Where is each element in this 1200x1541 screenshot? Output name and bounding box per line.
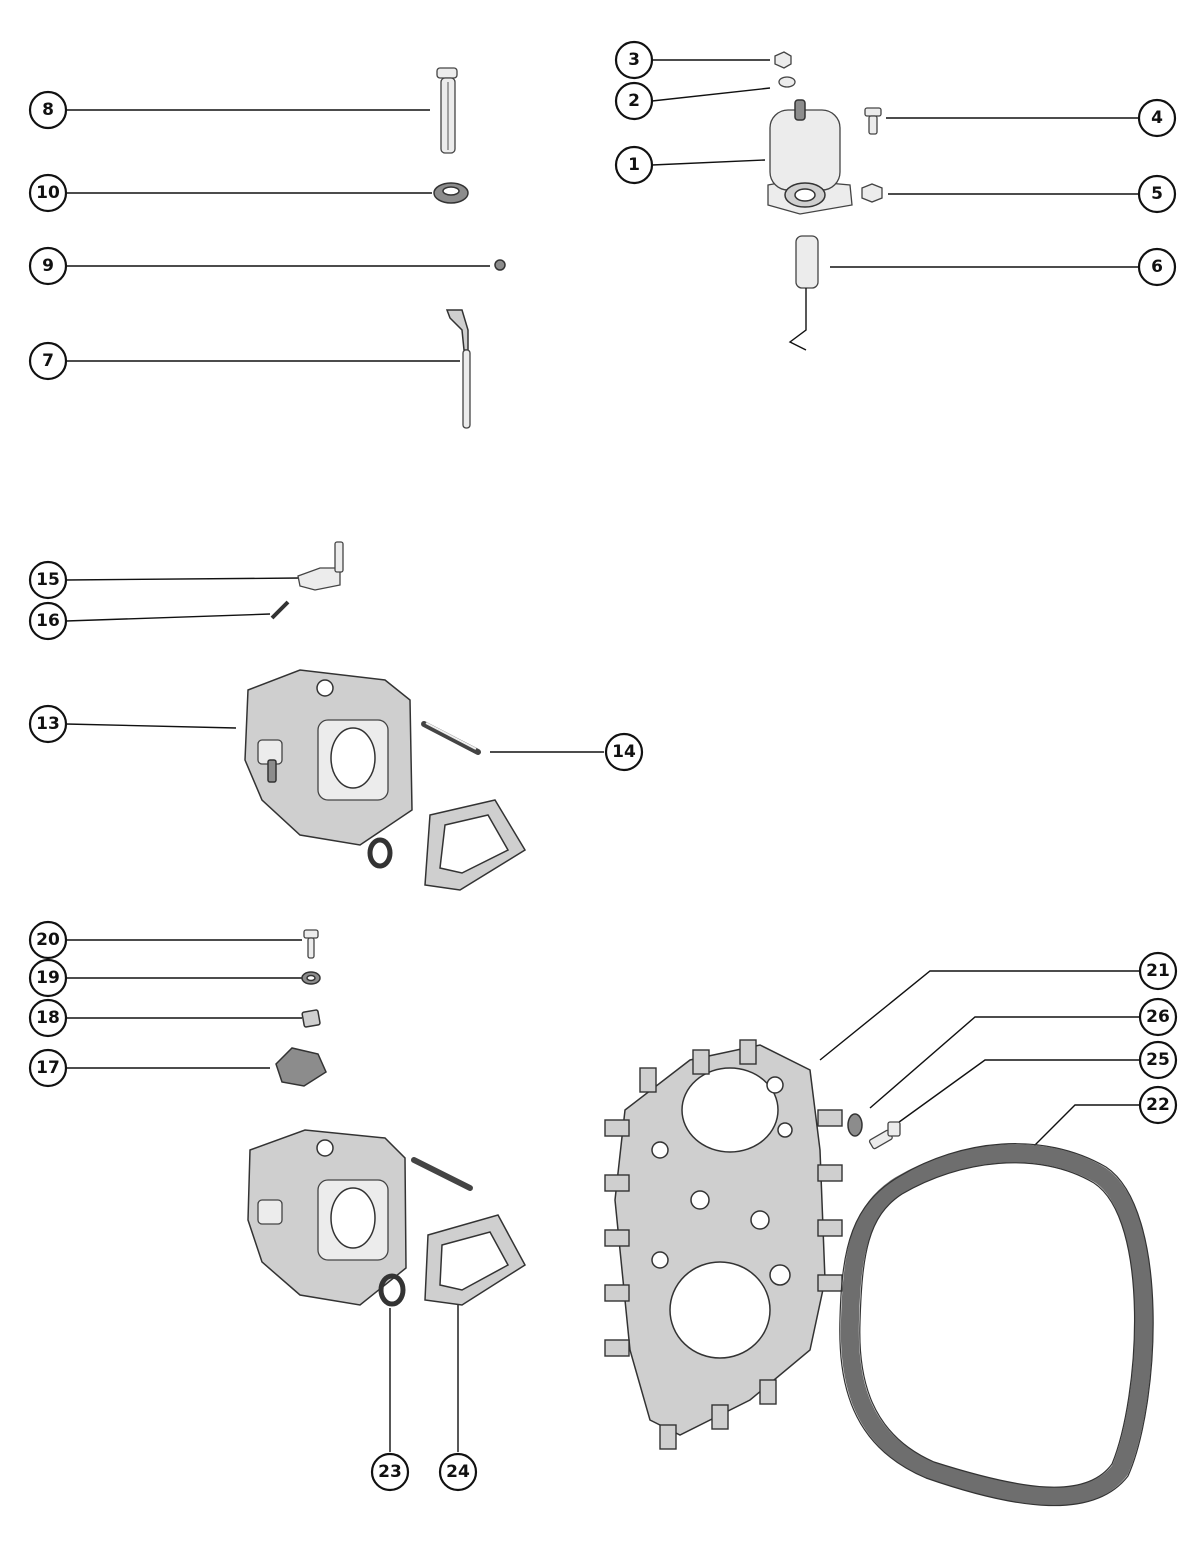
callout-2-label: 2 [628, 91, 640, 111]
callout-16-label: 16 [36, 611, 60, 631]
leader-lines [65, 59, 1140, 1452]
callout-18-label: 18 [36, 1008, 60, 1028]
callout-16: 16 [28, 601, 68, 641]
part-20-bolt [303, 929, 319, 959]
part-16-screw [270, 600, 290, 620]
callout-21-label: 21 [1146, 961, 1170, 981]
part-6-plunger [788, 235, 819, 351]
callout-23-label: 23 [378, 1462, 402, 1482]
part-7-linkage [445, 309, 471, 429]
part-19-washer [301, 971, 321, 985]
part-24-gasket [424, 1214, 526, 1306]
callout-13: 13 [28, 704, 68, 744]
part-13-oring [367, 837, 393, 869]
callout-22-label: 22 [1146, 1095, 1170, 1115]
callout-5: 5 [1137, 174, 1177, 214]
part-2-washer [778, 76, 796, 88]
part-1-solenoid [767, 99, 853, 215]
callout-1: 1 [614, 145, 654, 185]
callout-7: 7 [28, 341, 68, 381]
callout-24: 24 [438, 1452, 478, 1492]
part-26-washer [847, 1113, 863, 1137]
callout-25-label: 25 [1146, 1050, 1170, 1070]
callout-10: 10 [28, 173, 68, 213]
callout-2: 2 [614, 81, 654, 121]
callout-6: 6 [1137, 247, 1177, 287]
callout-9: 9 [28, 246, 68, 286]
callout-balloons: 8 10 9 7 3 2 1 4 [28, 40, 1178, 1492]
callout-10-label: 10 [36, 183, 60, 203]
callout-14: 14 [604, 732, 644, 772]
part-3-nut [774, 51, 792, 69]
part-8-pin [436, 67, 458, 154]
part-15-lever [297, 541, 344, 591]
part-25-bolt [868, 1121, 901, 1150]
callout-20: 20 [28, 920, 68, 960]
callout-21: 21 [1138, 951, 1178, 991]
part-carburetor-2-screw [411, 1157, 473, 1191]
callout-6-label: 6 [1151, 257, 1163, 277]
part-23-oring [378, 1273, 406, 1307]
part-4-bolt [864, 107, 882, 135]
part-21-plate [604, 1039, 843, 1450]
part-5-nut [861, 183, 883, 203]
part-22-seal-ring [839, 1143, 1154, 1507]
part-18-block [301, 1009, 321, 1028]
part-17-cap [275, 1047, 327, 1087]
callout-5-label: 5 [1151, 184, 1163, 204]
callout-26-label: 26 [1146, 1007, 1170, 1027]
callout-4: 4 [1137, 98, 1177, 138]
callout-17-label: 17 [36, 1058, 60, 1078]
part-14-screw [421, 721, 481, 755]
callout-20-label: 20 [36, 930, 60, 950]
callout-18: 18 [28, 998, 68, 1038]
callout-25: 25 [1138, 1040, 1178, 1080]
callout-9-label: 9 [42, 256, 54, 276]
callout-19-label: 19 [36, 968, 60, 988]
part-13-gasket [424, 799, 527, 891]
callout-23: 23 [370, 1452, 410, 1492]
callout-8: 8 [28, 90, 68, 130]
part-carburetor-2 [247, 1129, 407, 1306]
callout-1-label: 1 [628, 155, 640, 175]
part-10-grommet [433, 182, 469, 204]
callout-4-label: 4 [1151, 108, 1163, 128]
callout-13-label: 13 [36, 714, 60, 734]
callout-26: 26 [1138, 997, 1178, 1037]
callout-17: 17 [28, 1048, 68, 1088]
callout-15-label: 15 [36, 570, 60, 590]
callout-15: 15 [28, 560, 68, 600]
callout-8-label: 8 [42, 100, 54, 120]
callout-3: 3 [614, 40, 654, 80]
callout-14-label: 14 [612, 742, 636, 762]
callout-22: 22 [1138, 1085, 1178, 1125]
callout-19: 19 [28, 958, 68, 998]
callout-3-label: 3 [628, 50, 640, 70]
part-13-carburetor [244, 669, 413, 846]
callout-7-label: 7 [42, 351, 54, 371]
callout-24-label: 24 [446, 1462, 470, 1482]
part-9-screw [494, 259, 506, 271]
